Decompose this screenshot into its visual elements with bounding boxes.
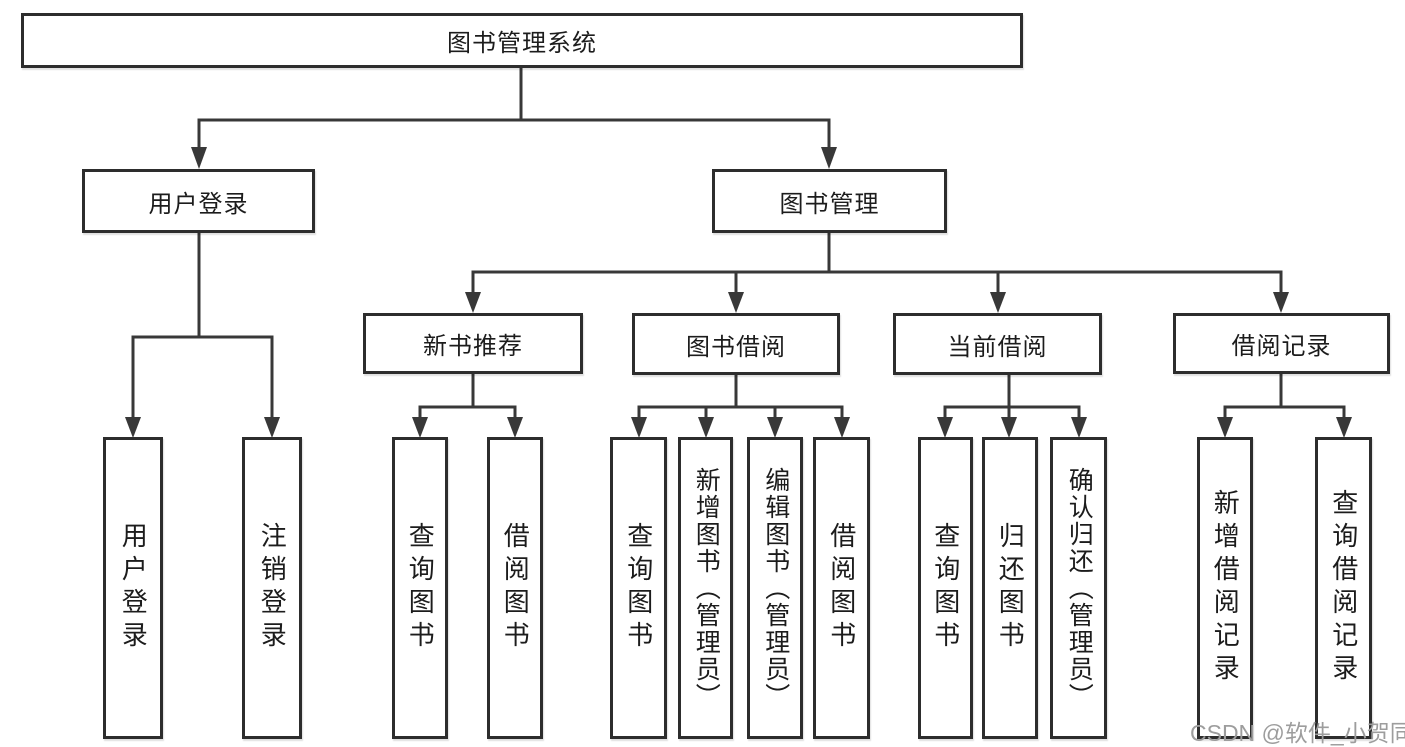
leaf-borrow-books-2-label: 借阅图书 [826, 522, 857, 654]
leaf-logout-label: 注销登录 [257, 522, 288, 654]
node-root-system: 图书管理系统 [21, 13, 1023, 68]
leaf-edit-books-admin-label: 编辑图书（管理员） [761, 466, 790, 710]
node-user-login: 用户登录 [82, 169, 315, 233]
leaf-borrow-books-1-label: 借阅图书 [500, 522, 531, 654]
node-book-management: 图书管理 [712, 169, 947, 233]
leaf-add-books-admin-label: 新增图书（管理员） [692, 466, 721, 710]
leaf-return-books: 归还图书 [982, 437, 1038, 739]
leaf-user-login-label: 用户登录 [118, 522, 149, 654]
leaf-borrow-books-2: 借阅图书 [813, 437, 870, 739]
leaf-query-books-3-label: 查询图书 [930, 522, 961, 654]
node-current-borrowing: 当前借阅 [893, 313, 1102, 375]
node-borrowing-records-label: 借阅记录 [1231, 333, 1332, 360]
csdn-watermark: CSDN @软件_小贺同学 [1190, 720, 1405, 746]
leaf-query-books-3: 查询图书 [918, 437, 973, 739]
node-user-login-label: 用户登录 [148, 190, 249, 218]
leaf-query-books-2: 查询图书 [610, 437, 667, 739]
node-root-system-label: 图书管理系统 [447, 30, 597, 57]
leaf-confirm-return-admin-label: 确认归还（管理员） [1065, 466, 1094, 710]
leaf-query-books-1: 查询图书 [392, 437, 448, 739]
leaf-add-books-admin: 新增图书（管理员） [678, 437, 733, 739]
leaf-add-borrow-record: 新增借阅记录 [1197, 437, 1253, 739]
node-current-borrowing-label: 当前借阅 [947, 333, 1048, 361]
leaf-query-borrow-record-label: 查询借阅记录 [1328, 489, 1359, 687]
connector-root-to-level2 [191, 66, 837, 169]
node-book-borrowing-label: 图书借阅 [686, 333, 786, 361]
leaf-return-books-label: 归还图书 [995, 522, 1026, 654]
leaf-user-login: 用户登录 [103, 437, 163, 739]
connector-current-borrowing-children [937, 373, 1087, 438]
leaf-query-borrow-record: 查询借阅记录 [1315, 437, 1372, 739]
connector-book-management-to-level3 [465, 231, 1289, 313]
connector-user-login-children [125, 231, 280, 438]
leaf-borrow-books-1: 借阅图书 [487, 437, 543, 739]
node-new-book-recommend: 新书推荐 [363, 313, 583, 374]
node-borrowing-records: 借阅记录 [1173, 313, 1390, 374]
leaf-edit-books-admin: 编辑图书（管理员） [747, 437, 803, 739]
leaf-confirm-return-admin: 确认归还（管理员） [1050, 437, 1107, 739]
leaf-query-books-2-label: 查询图书 [623, 522, 654, 654]
node-new-book-recommend-label: 新书推荐 [423, 333, 523, 360]
node-book-borrowing: 图书借阅 [632, 313, 840, 375]
connector-new-book-recommend-children [412, 372, 523, 438]
leaf-logout: 注销登录 [242, 437, 302, 739]
connector-borrowing-records-children [1217, 372, 1352, 438]
leaf-add-borrow-record-label: 新增借阅记录 [1210, 489, 1241, 687]
leaf-query-books-1-label: 查询图书 [405, 522, 436, 654]
node-book-management-label: 图书管理 [779, 190, 880, 218]
connector-book-borrowing-children [631, 373, 850, 438]
